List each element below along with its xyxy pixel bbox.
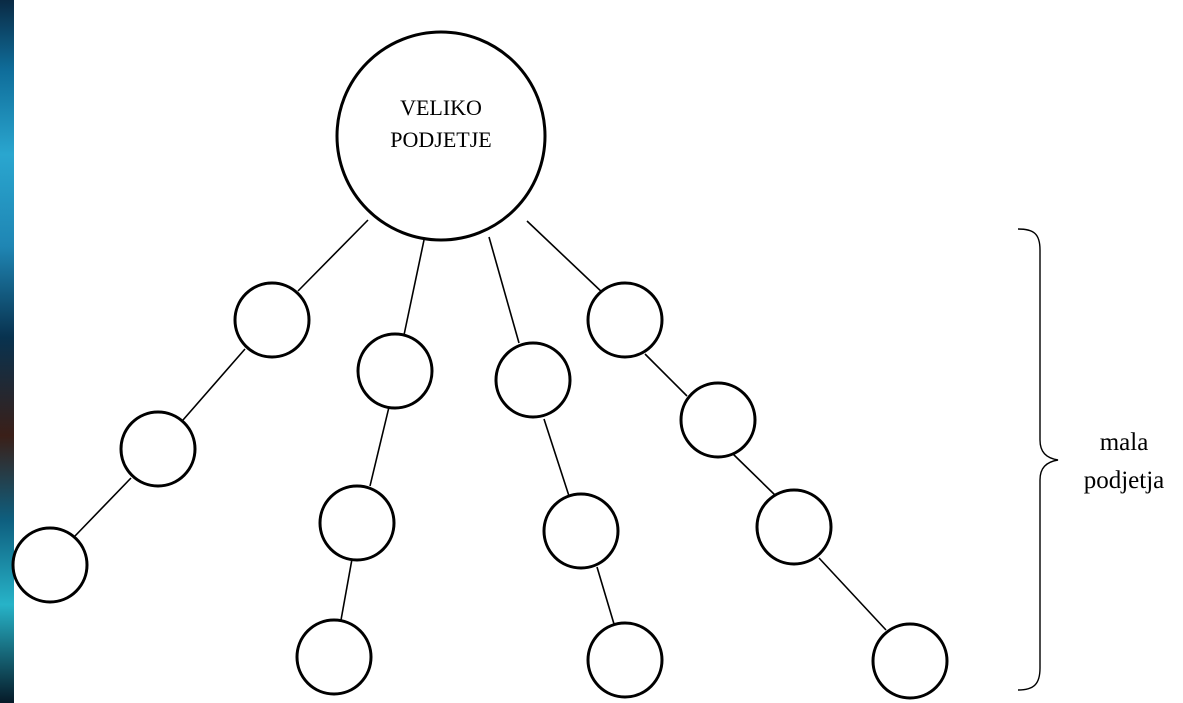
tree-node [318, 484, 396, 562]
edge-root-b3n1 [488, 236, 520, 344]
edge-b4n2-b4n3 [732, 453, 777, 497]
tree-node [494, 341, 572, 419]
tree-node [755, 488, 833, 566]
edge-root-b4n1 [526, 220, 606, 296]
root-label-line-2: PODJETJE [390, 127, 491, 152]
group-label-line-1: mala [1100, 429, 1149, 456]
edge-b4n1-b4n2 [644, 353, 688, 397]
edge-b2n2-b2n3 [340, 558, 353, 621]
grouping-brace [1017, 228, 1059, 691]
background-image-strip [0, 0, 14, 703]
tree-node [586, 621, 664, 699]
edge-root-b1n1 [297, 219, 369, 292]
edge-b2n1-b2n2 [369, 406, 390, 487]
root-label-line-1: VELIKO [400, 95, 482, 120]
tree-node [295, 618, 373, 696]
tree-node [542, 492, 620, 570]
edge-b4n3-b4n4 [818, 557, 887, 631]
edge-root-b2n1 [403, 239, 425, 336]
edge-b1n2-b1n3 [74, 477, 132, 537]
tree-node [11, 526, 89, 604]
root-node [335, 30, 547, 242]
tree-node [356, 332, 434, 410]
tree-node [871, 622, 949, 700]
group-label: mala podjetja [1084, 429, 1165, 494]
tree-node [233, 281, 311, 359]
tree-node [586, 281, 664, 359]
nodes [11, 30, 949, 700]
group-label-line-2: podjetja [1084, 467, 1165, 494]
tree-node [679, 381, 757, 459]
tree-node [119, 410, 197, 488]
edge-b3n2-b3n3 [596, 566, 615, 625]
edge-b1n1-b1n2 [182, 348, 246, 421]
edges [74, 219, 887, 631]
root-label: VELIKO PODJETJE [390, 95, 491, 152]
edge-b3n1-b3n2 [543, 418, 570, 497]
